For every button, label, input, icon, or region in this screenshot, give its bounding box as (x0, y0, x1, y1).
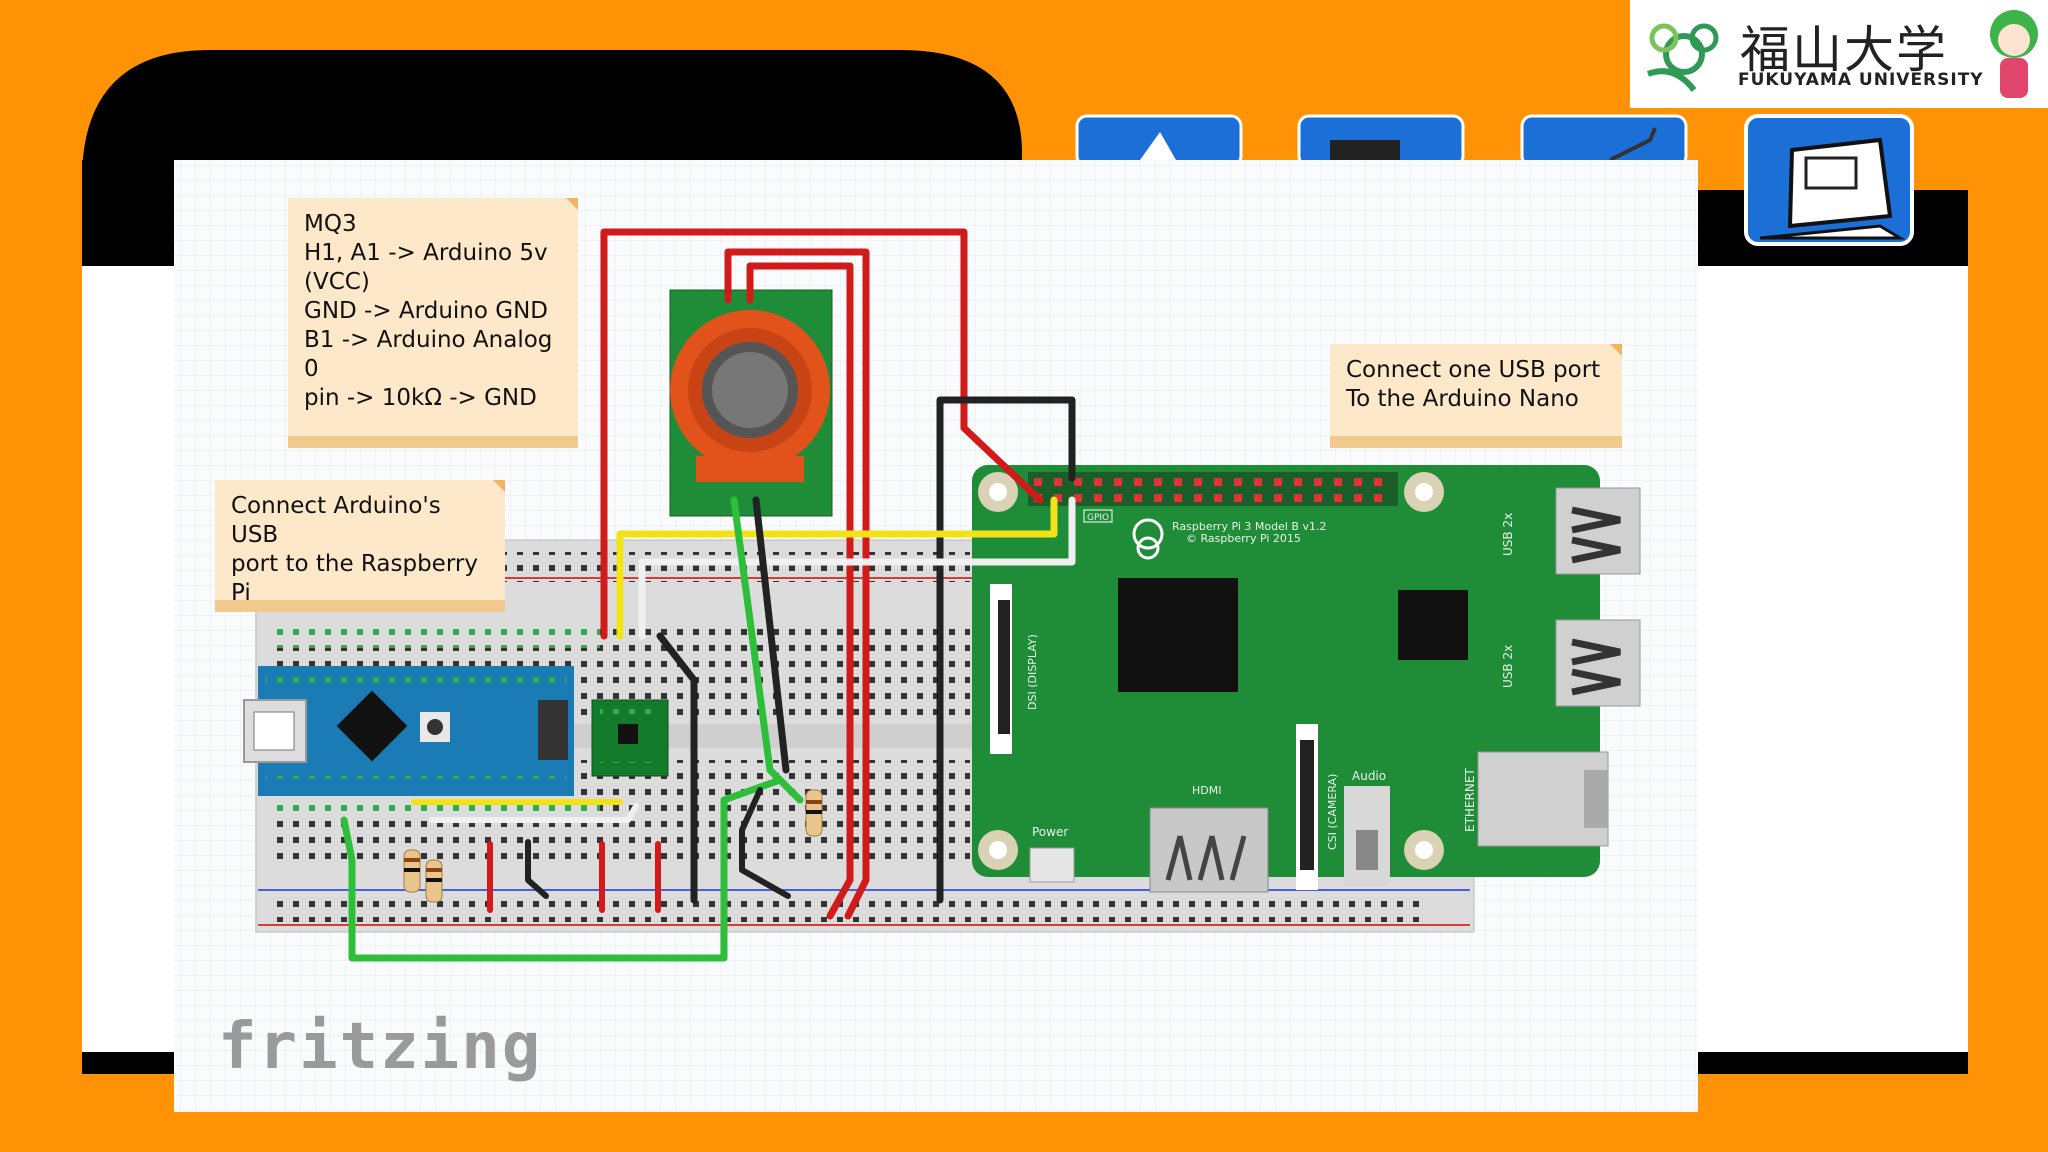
note-mq3-wiring: MQ3 H1, A1 -> Arduino 5v (VCC) GND -> Ar… (288, 198, 578, 448)
pi-model-label: Raspberry Pi 3 Model B v1.2 (1172, 520, 1326, 533)
wire-red-sensor-1 (724, 248, 870, 920)
university-name-en: FUKUYAMA UNIVERSITY (1738, 70, 1984, 90)
wires (340, 228, 1076, 962)
wire-black-loop (739, 787, 791, 899)
pi-copyright-label: © Raspberry Pi 2015 (1186, 532, 1301, 545)
wire-yellow (616, 496, 1058, 640)
resistor-10k-b (425, 859, 443, 903)
wire-red-sensor-2 (746, 262, 854, 920)
pi-usb2-label: USB 2x (1501, 645, 1515, 688)
note-arduino-usb: Connect Arduino's USB port to the Raspbe… (215, 480, 505, 612)
university-logo: 福山大学 FUKUYAMA UNIVERSITY (1630, 0, 2048, 108)
university-name-jp: 福山大学 (1740, 21, 1948, 79)
pi-ethernet-label: ETHERNET (1463, 768, 1477, 832)
pi-csi-label: CSI (CAMERA) (1326, 774, 1339, 850)
resistor-mq3 (805, 789, 823, 837)
wire-white-arduino (429, 803, 639, 823)
pi-dsi-label: DSI (DISPLAY) (1026, 634, 1039, 710)
pi-audio-label: Audio (1352, 769, 1386, 783)
pi-gpio-label: GPIO (1087, 513, 1109, 523)
arduino-nano (243, 666, 574, 796)
pi-usb1-label: USB 2x (1501, 513, 1515, 556)
wire-red-long (600, 228, 1044, 640)
fritzing-watermark: fritzing (218, 1010, 543, 1084)
pi-power-label: Power (1032, 825, 1068, 839)
wire-black-short (525, 839, 549, 899)
mascot-icon (1990, 10, 2038, 98)
white-strip-left (82, 266, 178, 1052)
ads-module (591, 699, 669, 777)
nav-icon-tab-2[interactable] (1297, 114, 1465, 168)
black-frame-top (82, 50, 1022, 180)
wire-green-sensor (730, 496, 804, 804)
white-panel-right (1698, 266, 1968, 1052)
wire-green-ground (340, 776, 784, 962)
computer-icon-tab[interactable] (1744, 114, 1914, 246)
wire-black-pi (936, 396, 1076, 904)
resistor-10k-a (403, 849, 421, 893)
nav-icon-tab-1[interactable] (1075, 114, 1243, 168)
note-usb-port: Connect one USB port To the Arduino Nano (1330, 344, 1622, 448)
mq3-sensor (669, 289, 833, 517)
black-frame-bottom-right (1698, 1052, 1968, 1074)
leaf-logo-icon (1646, 23, 1719, 92)
wire-black-sensor (752, 496, 790, 774)
pi-hdmi-label: HDMI (1192, 784, 1221, 797)
raspberry-pi: Raspberry Pi 3 Model B v1.2 © Raspberry … (972, 465, 1641, 893)
wire-black-diag (656, 632, 698, 904)
wire-white (638, 496, 1076, 640)
nav-icon-tab-3[interactable] (1520, 114, 1688, 168)
